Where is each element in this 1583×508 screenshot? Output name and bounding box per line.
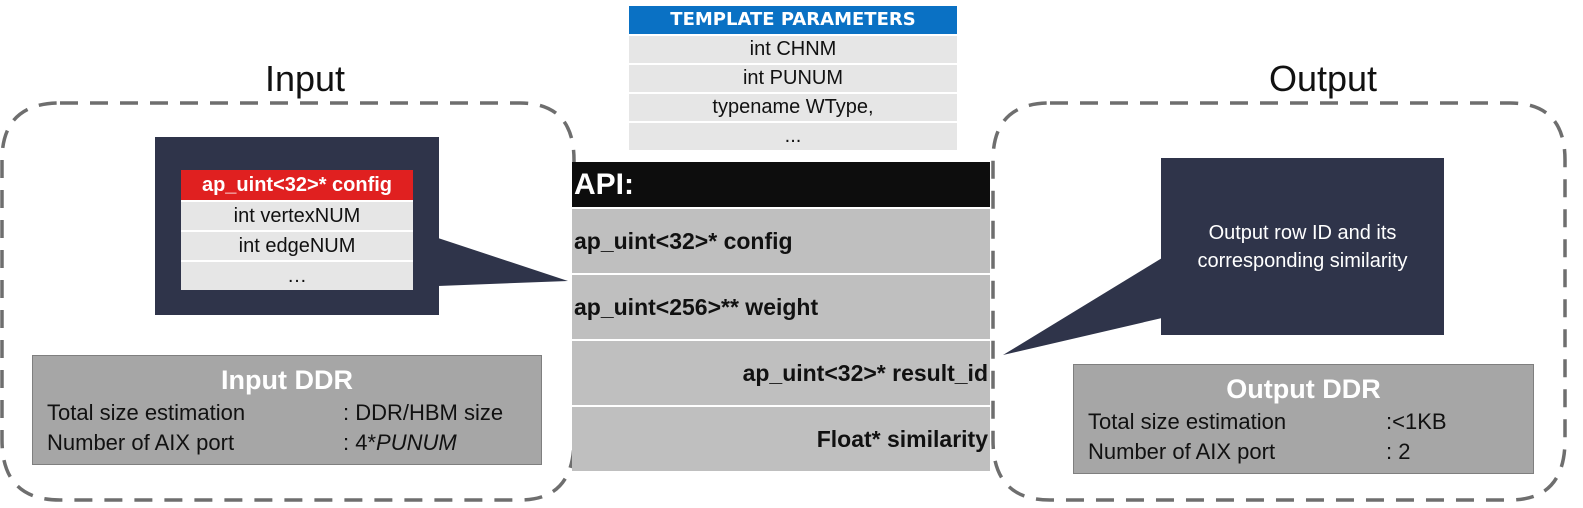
output-ddr-label: Number of AIX port [1088, 439, 1276, 464]
api-box: API: ap_uint<32>* config ap_uint<256>** … [572, 162, 990, 471]
config-table-header: ap_uint<32>* config [181, 170, 413, 200]
api-param-config: ap_uint<32>* config [572, 207, 990, 273]
input-ddr-title: Input DDR [221, 365, 353, 395]
input-ddr-label: Number of AIX port [47, 430, 235, 455]
template-param-row: typename WType, [629, 92, 957, 121]
output-ddr-title: Output DDR [1226, 374, 1381, 404]
input-callout-pointer [438, 238, 568, 286]
output-ddr-value: : 2 [1386, 439, 1411, 464]
api-param-similarity: Float* similarity [572, 405, 990, 471]
output-title: Output [1268, 58, 1378, 99]
output-ddr-label: Total size estimation [1088, 409, 1287, 434]
input-ddr-value: : DDR/HBM size [343, 400, 504, 425]
api-header: API: [572, 162, 990, 207]
template-parameters-table: TEMPLATE PARAMETERS int CHNM int PUNUM t… [629, 6, 957, 150]
input-ddr-box: Input DDR Total size estimation : DDR/HB… [32, 355, 542, 465]
template-parameters-header: TEMPLATE PARAMETERS [629, 6, 957, 34]
input-title: Input [264, 58, 346, 99]
output-callout-pointer [1003, 258, 1162, 355]
output-callout-text: Output row ID and its corresponding simi… [1197, 221, 1408, 272]
output-callout-panel: Output row ID and its corresponding simi… [1161, 158, 1444, 335]
output-ddr-line: Total size estimation :<1KB [1074, 407, 1533, 437]
output-ddr-value: :<1KB [1386, 409, 1447, 434]
input-ddr-value: : 4*PUNUM [343, 428, 457, 458]
input-config-table: ap_uint<32>* config int vertexNUM int ed… [181, 170, 413, 290]
template-param-row: int PUNUM [629, 63, 957, 92]
output-ddr-line: Number of AIX port : 2 [1074, 437, 1533, 467]
input-ddr-label: Total size estimation [47, 400, 246, 425]
output-dashed-region [991, 101, 1567, 502]
input-ddr-value-prefix: : 4* [343, 430, 377, 455]
config-table-row: int vertexNUM [181, 200, 413, 230]
api-param-result-id: ap_uint<32>* result_id [572, 339, 990, 405]
input-dashed-region [0, 101, 576, 502]
config-table-row: … [181, 260, 413, 290]
input-ddr-value-italic: PUNUM [376, 430, 457, 455]
config-table-row: int edgeNUM [181, 230, 413, 260]
output-ddr-box: Output DDR Total size estimation :<1KB N… [1073, 364, 1534, 474]
input-ddr-line: Total size estimation : DDR/HBM size [33, 398, 541, 428]
input-ddr-line: Number of AIX port : 4*PUNUM [33, 428, 541, 458]
api-param-weight: ap_uint<256>** weight [572, 273, 990, 339]
template-param-row: ... [629, 121, 957, 150]
template-param-row: int CHNM [629, 34, 957, 63]
